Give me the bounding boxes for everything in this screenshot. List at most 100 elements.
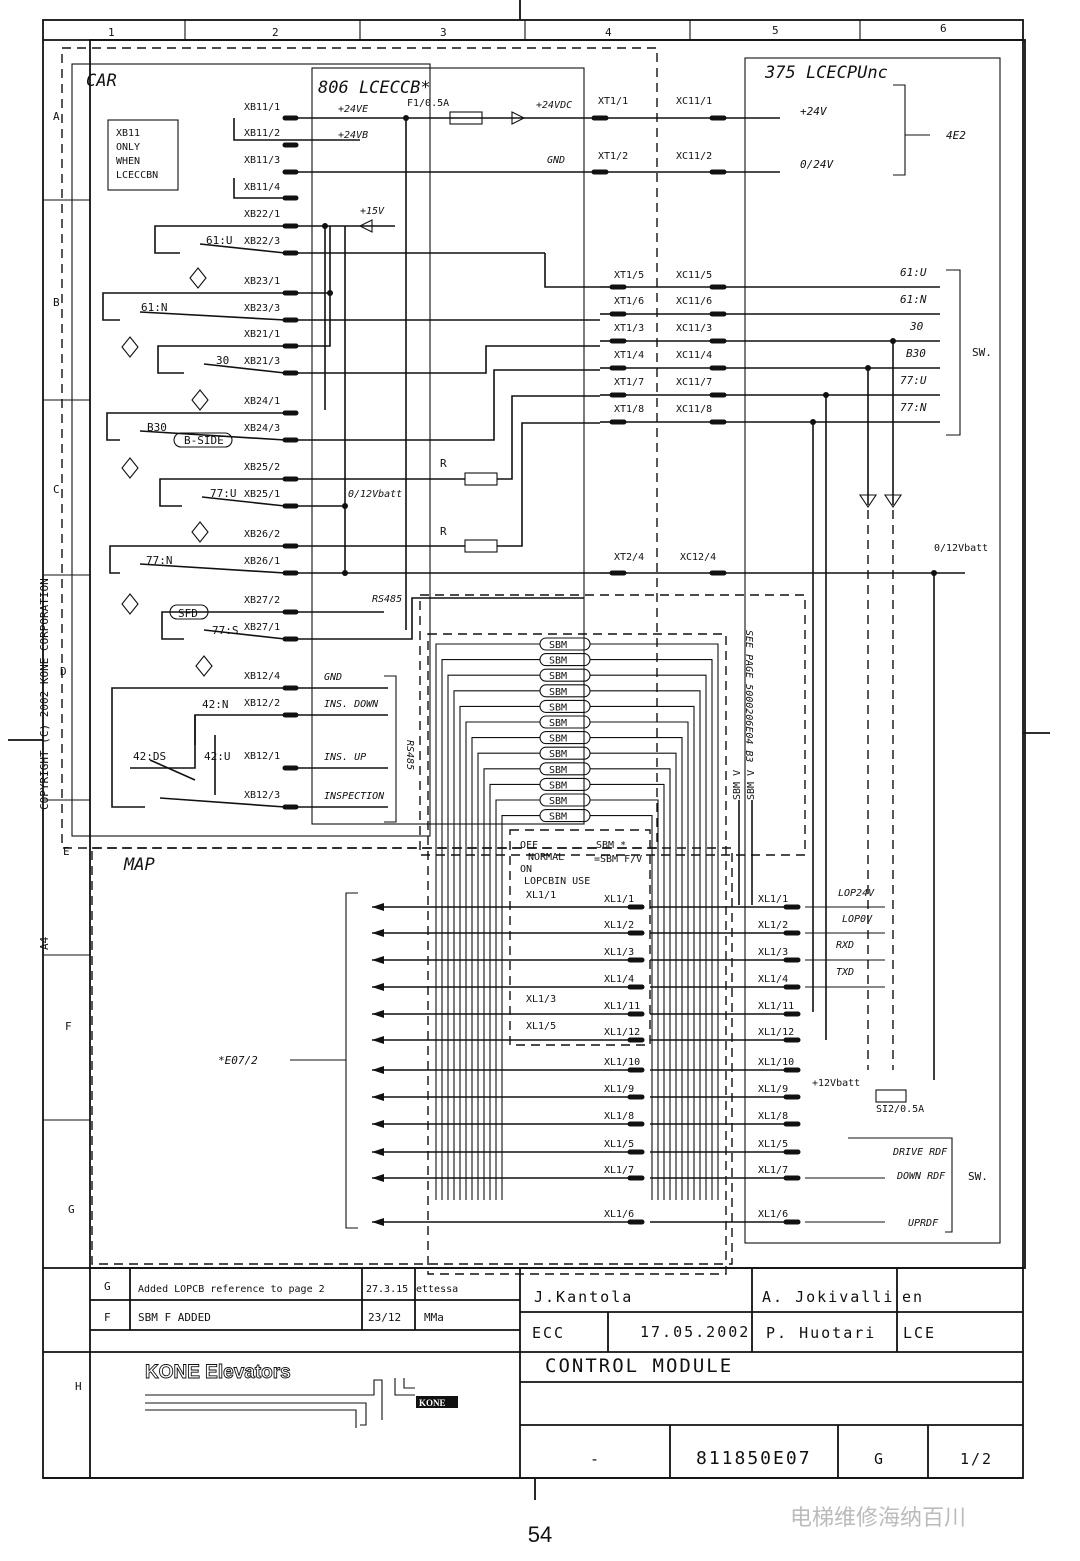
svg-text:XC11/2: XC11/2 xyxy=(676,151,712,162)
tb-title: CONTROL MODULE xyxy=(545,1355,733,1377)
fuse-si2-label: SI2/0.5A xyxy=(876,1104,924,1115)
svg-text:XC11/6: XC11/6 xyxy=(676,296,712,307)
svg-text:XB21/1: XB21/1 xyxy=(244,329,280,340)
svg-text:XB23/1: XB23/1 xyxy=(244,276,280,287)
svg-text:42:N: 42:N xyxy=(202,698,229,711)
tb-dept: ECC xyxy=(532,1324,565,1342)
column-ticks xyxy=(184,20,861,40)
sbm-label: SBM xyxy=(549,718,567,729)
sbm-eq: =SBM F/V xyxy=(594,854,642,865)
car-switch-wiring xyxy=(102,225,600,640)
svg-text:42:U: 42:U xyxy=(204,750,231,763)
rev-f-text: SBM F ADDED xyxy=(138,1311,211,1324)
svg-text:30: 30 xyxy=(216,354,229,367)
xl-mid-label: XL1/1 xyxy=(604,894,634,905)
limit-switch-icons xyxy=(121,267,233,677)
svg-text:B30: B30 xyxy=(906,347,926,360)
dashed-car-outer xyxy=(61,47,658,849)
svg-text:LOP24V: LOP24V xyxy=(838,888,875,899)
xb-terminals: XB11/1 XB11/2 XB11/3 XB11/4 XB22/1 XB22/… xyxy=(244,102,280,801)
svg-text:77:N: 77:N xyxy=(900,401,927,414)
xt-terminals: XT1/1 XT1/2 XT1/5 XT1/6 XT1/3 XT1/4 XT1/… xyxy=(598,96,644,563)
xt-xc-pins xyxy=(591,115,727,576)
svg-text:XC11/4: XC11/4 xyxy=(676,350,712,361)
rev-g-date: 27.3.15 xyxy=(366,1284,408,1295)
xl-signal-labels: LOP24V LOP0V RXD TXD DRIVE RDF DOWN RDF … xyxy=(812,888,948,1229)
sbm-label: SBM xyxy=(549,687,567,698)
xl-right-label: XL1/3 xyxy=(758,947,788,958)
xl-right-label: XL1/9 xyxy=(758,1084,788,1095)
svg-text:XB12/4: XB12/4 xyxy=(244,671,280,682)
tb-product: LCE xyxy=(903,1324,936,1342)
sbm-bundle xyxy=(427,633,727,1275)
rev-g-text: Added LOPCB reference to page 2 xyxy=(138,1284,325,1295)
svg-text:XT1/5: XT1/5 xyxy=(614,270,644,281)
sbm-note: SEE PAGE 5000206E04 B3 xyxy=(743,630,754,762)
note-line-2: ONLY xyxy=(116,142,140,153)
xl-right-label: XL1/7 xyxy=(758,1165,788,1176)
tb-drawing-no: 811850E07 xyxy=(696,1448,812,1469)
svg-text:XB24/3: XB24/3 xyxy=(244,423,280,434)
sbm-label: SBM xyxy=(549,671,567,682)
sbm-v1: SBM V xyxy=(732,770,743,800)
xb-pins xyxy=(282,115,299,810)
sbm-label: SBM xyxy=(549,749,567,760)
kone-logo-text: KONE Elevators xyxy=(145,1362,291,1383)
resistor-r1-label: R xyxy=(440,457,447,470)
xl-right-label: XL1/10 xyxy=(758,1057,794,1068)
svg-text:61:U: 61:U xyxy=(900,266,927,279)
ref-e07: *E07/2 xyxy=(218,1054,258,1067)
kone-logo-stripes xyxy=(145,1378,415,1428)
label-p24vb: +24VB xyxy=(338,130,368,141)
xl-right-label: XL1/5 xyxy=(758,1139,788,1150)
xl-mid-label: XL1/4 xyxy=(604,974,634,985)
sw-label-1: SW. xyxy=(972,346,992,359)
svg-text:XB11/3: XB11/3 xyxy=(244,155,280,166)
lcecpu-label: 375 LCECPUnc xyxy=(764,63,888,83)
xl-right-label: XL1/4 xyxy=(758,974,788,985)
sbm-use: LOPCBIN USE xyxy=(524,876,590,887)
resistor-r1 xyxy=(464,472,498,486)
col-2: 2 xyxy=(272,26,279,39)
sbm-label: SBM xyxy=(549,780,567,791)
row-c: C xyxy=(53,483,60,496)
kone-logo-mark-text: KONE xyxy=(419,1398,446,1408)
svg-text:XC11/7: XC11/7 xyxy=(676,377,712,388)
svg-text:77:U: 77:U xyxy=(210,487,237,500)
xl-mid-label: XL1/3 xyxy=(604,947,634,958)
sbm-label: SBM xyxy=(549,812,567,823)
ins-inspection: INSPECTION xyxy=(324,791,385,802)
car-box xyxy=(71,63,431,837)
label-rs485-vertical: RS485 xyxy=(404,740,415,770)
rev-f-by: MMa xyxy=(424,1311,444,1324)
note-line-3: WHEN xyxy=(116,156,140,167)
rev-f-date: 23/12 xyxy=(368,1311,401,1324)
tb-date: 17.05.2002 xyxy=(640,1323,750,1341)
diode-a xyxy=(858,494,878,508)
label-gnd: GND xyxy=(547,155,565,166)
label-p15v: +15V xyxy=(360,206,385,217)
page-number: 54 xyxy=(527,1522,553,1547)
xl-right-label: XL1/12 xyxy=(758,1027,794,1038)
row-h: H xyxy=(75,1380,82,1393)
svg-text:DOWN RDF: DOWN RDF xyxy=(896,1171,946,1182)
signal-bus xyxy=(600,286,965,1080)
svg-text:XB26/1: XB26/1 xyxy=(244,556,280,567)
svg-text:XB11/4: XB11/4 xyxy=(244,182,280,193)
xl-mid-label: XL1/8 xyxy=(604,1111,634,1122)
svg-text:XT1/4: XT1/4 xyxy=(614,350,644,361)
supply-wiring xyxy=(233,117,780,630)
svg-text:UPRDF: UPRDF xyxy=(908,1218,939,1229)
xl-left-a: XL1/1 xyxy=(526,890,556,901)
svg-text:XT1/3: XT1/3 xyxy=(614,323,644,334)
sbm-star: SBM * xyxy=(596,840,626,851)
row-a: A xyxy=(53,110,60,123)
out-024v: 0/24V xyxy=(800,158,834,171)
tb-sheet: 1/2 xyxy=(960,1450,993,1468)
svg-text:XC12/4: XC12/4 xyxy=(680,552,716,563)
xl-right-label: XL1/2 xyxy=(758,920,788,931)
row-f: F xyxy=(65,1020,72,1033)
svg-text:77:S: 77:S xyxy=(212,624,239,637)
xl-right-label: XL1/11 xyxy=(758,1001,794,1012)
